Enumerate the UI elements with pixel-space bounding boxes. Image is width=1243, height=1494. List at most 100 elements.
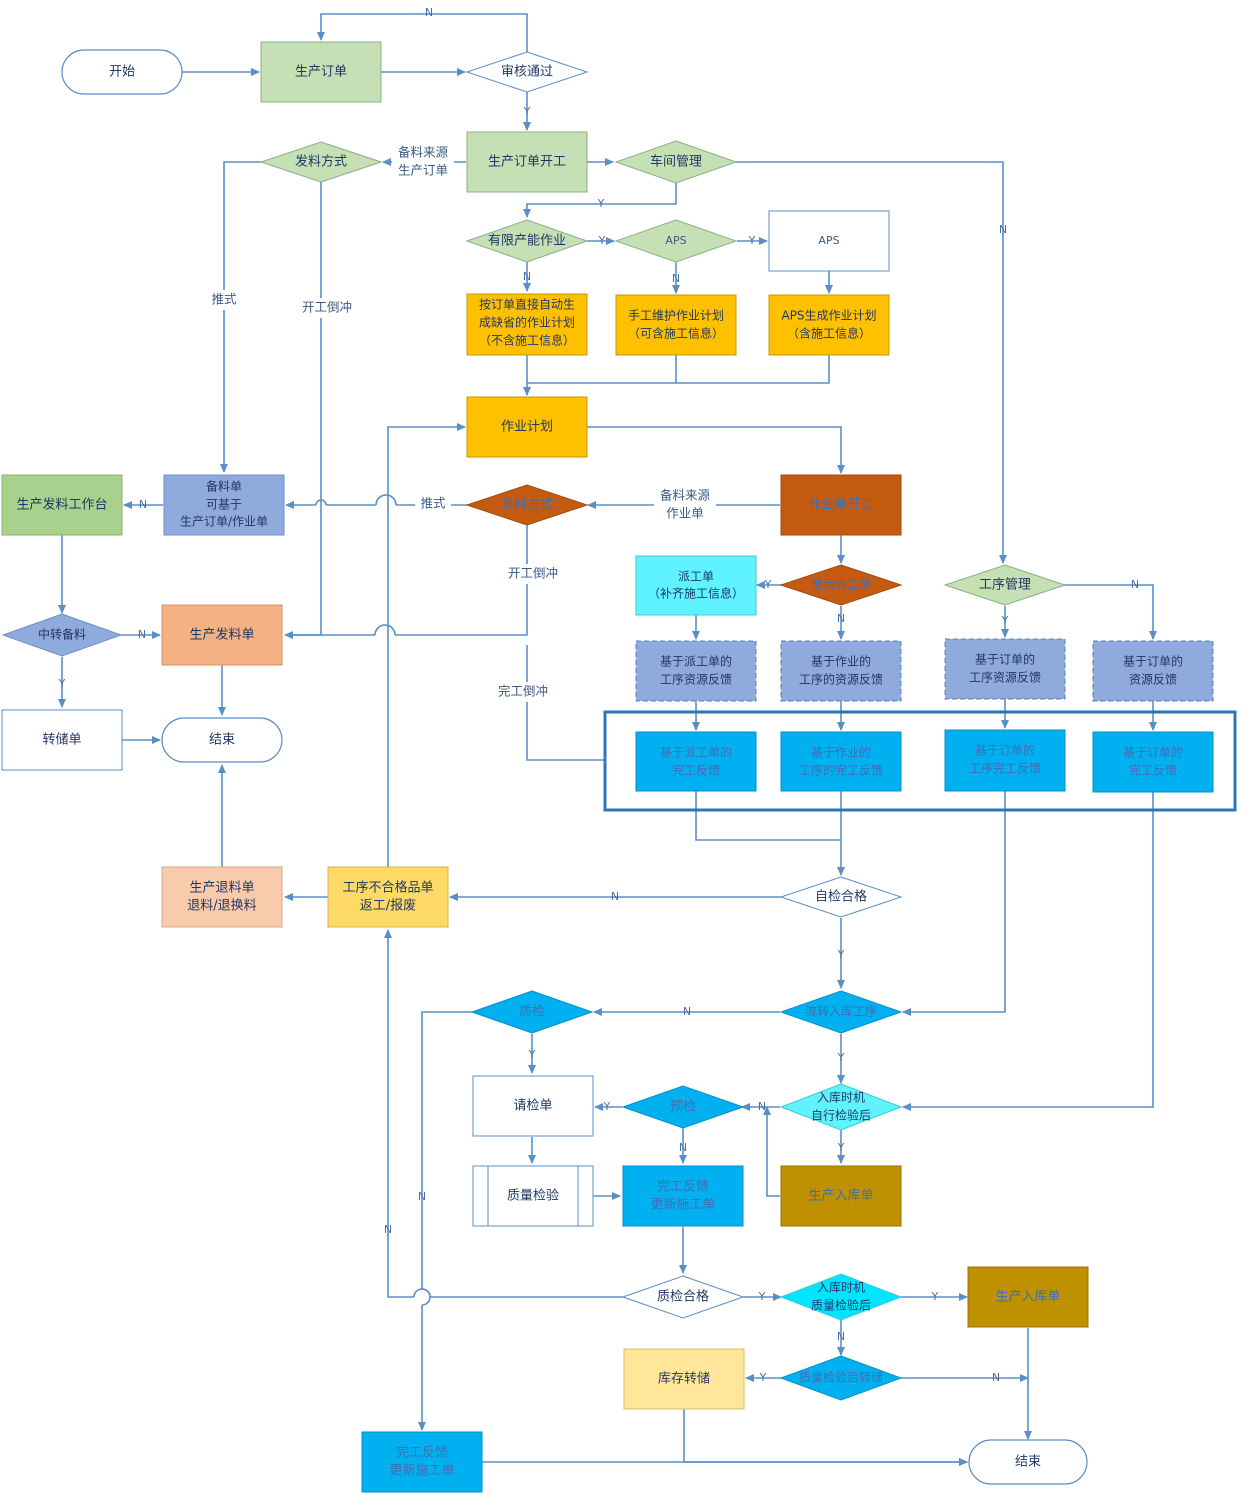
process-mgmt-label: 工序管理	[979, 578, 1031, 593]
pre-inspect-label: 预检	[670, 1100, 696, 1115]
feedback-done-order-line: 基于订单的	[1123, 745, 1183, 760]
instock-order-box-2	[967, 1266, 1089, 1328]
label-n: N	[384, 1223, 392, 1236]
edge-review-no-loop	[317, 13, 528, 52]
feedback-done-order-line: 完工反馈	[1129, 763, 1177, 778]
done-update-line-2: 更新施工单	[389, 1463, 454, 1479]
instock-timing-self-line: 入库时机	[817, 1090, 865, 1105]
limited-capacity-label: 有限产能作业	[488, 234, 566, 249]
instock-timing-qc-line: 入库时机	[817, 1280, 865, 1295]
label-y: Y	[931, 1290, 939, 1303]
nonconform-box	[327, 866, 449, 928]
aps-box	[768, 210, 890, 272]
edge-qcpass-no	[388, 930, 623, 1298]
nonconform-line: 工序不合格品单	[342, 880, 433, 896]
auto-plan-line: 按订单直接自动生	[479, 297, 575, 312]
issue-workbench-box	[1, 474, 123, 536]
label-n: N	[1131, 578, 1139, 591]
start-label: 开始	[109, 65, 135, 80]
prod-order-label: 生产订单	[295, 65, 347, 80]
feedback-res-order-proc-box	[944, 638, 1066, 700]
issue-method-diamond-2	[465, 484, 589, 526]
edge-plan-to-workstart	[587, 426, 845, 474]
use-dispatch-diamond	[779, 564, 903, 606]
manual-plan-box	[615, 294, 737, 356]
issue-method-label-2: 发料方式	[501, 497, 553, 513]
end-label-2: 结束	[1015, 1455, 1041, 1470]
flow-in-diamond	[779, 990, 903, 1034]
issue-workbench-label: 生产发料工作台	[16, 497, 107, 513]
review-label: 审核通过	[501, 65, 553, 80]
flow-in-label: 流转入库工序	[805, 1004, 877, 1019]
label-n: N	[418, 1190, 426, 1203]
edge-nonconform-to-plan	[387, 423, 466, 867]
edge-done4-to-timing	[902, 792, 1154, 1111]
edge-labels: N Y Y N Y Y N N N Y N N Y N Y N Y N Y Y …	[58, 6, 1139, 1384]
issue-order-box	[161, 604, 283, 666]
label-prep-source-work: 备料来源	[660, 488, 711, 503]
label-y: Y	[764, 578, 772, 591]
hop-3	[374, 624, 396, 636]
edge-inspection-no	[422, 1011, 474, 1430]
edge-issue1-push	[220, 161, 262, 473]
label-prep-source-work: 作业单	[666, 506, 704, 521]
label-n: N	[837, 612, 845, 625]
shop-mgmt-label: 车间管理	[650, 154, 702, 170]
label-y: Y	[598, 234, 606, 247]
quality-check-label: 质量检验	[507, 1188, 559, 1204]
edge-issue2-backflush	[286, 525, 528, 636]
work-order-start-label: 作业单开工	[808, 498, 873, 513]
label-n: N	[523, 270, 531, 283]
transit-prep-diamond	[1, 613, 123, 657]
instock-timing-self-diamond	[779, 1083, 903, 1131]
prod-order-box	[260, 41, 382, 103]
aps-plan-line: （含施工信息）	[787, 326, 871, 341]
feedback-res-order-line: 资源反馈	[1129, 673, 1177, 687]
feedback-res-order-line: 基于订单的	[1123, 654, 1183, 669]
label-y: Y	[748, 234, 756, 247]
start-terminal	[61, 49, 183, 95]
return-order-line: 生产退料单	[189, 881, 254, 896]
stock-transfer-label: 库存转储	[658, 1371, 710, 1387]
label-n: N	[758, 1100, 766, 1113]
edge-shop-no	[736, 161, 1007, 564]
edge-done3-to-flowin	[902, 791, 1006, 1016]
feedback-res-dispatch-box	[635, 640, 757, 702]
done-update-line-1: 更新施工单	[650, 1197, 715, 1213]
label-y: Y	[603, 1100, 611, 1113]
edge-proc-no	[1062, 584, 1157, 640]
label-n: N	[679, 1141, 687, 1154]
quality-check-box	[472, 1165, 594, 1227]
completion-feedback-group	[603, 710, 1237, 812]
aps-diamond	[614, 219, 738, 263]
dispatch-order-box	[635, 555, 757, 616]
instock-order-label-2: 生产入库单	[995, 1289, 1060, 1305]
label-backflush-start: 开工倒冲	[302, 300, 352, 315]
use-dispatch-label: 使用派工单	[811, 577, 871, 592]
label-n: N	[683, 1005, 691, 1018]
transfer-after-qc-diamond	[779, 1355, 903, 1401]
hop-2	[375, 494, 397, 506]
label-n: N	[611, 890, 619, 903]
end-terminal-1	[161, 717, 283, 763]
inspection-diamond	[470, 990, 594, 1034]
prep-list-line: 生产订单/作业单	[180, 515, 268, 529]
instock-order-label-1: 生产入库单	[808, 1188, 873, 1204]
auto-plan-line: （不含施工信息）	[479, 333, 575, 348]
label-backflush-done: 完工倒冲	[498, 684, 548, 699]
return-order-box	[161, 866, 283, 928]
feedback-res-work-box	[780, 640, 902, 702]
order-start-box	[466, 131, 588, 193]
label-n: N	[837, 1330, 845, 1343]
label-n: N	[139, 498, 147, 511]
nodes: 开始 生产订单 审核通过 生产订单开工 发料方式 车间管理 有限产能作业 APS…	[1, 41, 1237, 1493]
feedback-res-dispatch-line: 基于派工单的	[660, 654, 732, 669]
end-label-1: 结束	[209, 733, 235, 748]
qc-pass-label: 质检合格	[657, 1289, 709, 1305]
transfer-order-label: 转储单	[42, 733, 81, 748]
work-plan-label: 作业计划	[501, 420, 553, 435]
process-mgmt-diamond	[943, 564, 1067, 606]
label-push: 推式	[211, 292, 237, 307]
label-y: Y	[523, 105, 531, 118]
order-start-label: 生产订单开工	[488, 155, 566, 170]
